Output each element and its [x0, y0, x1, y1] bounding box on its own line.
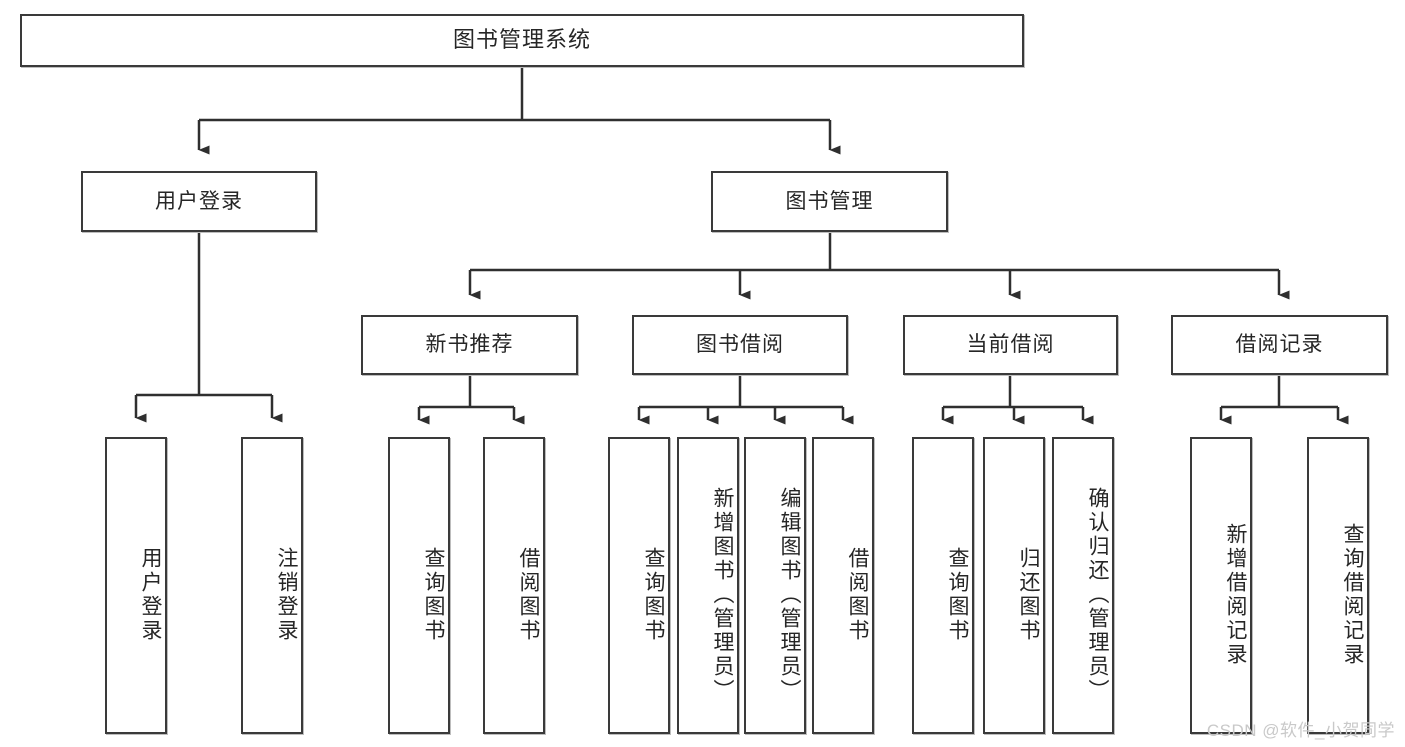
leaf-logout[interactable]: 注销登录 [241, 437, 303, 734]
leaf-label: 借阅图书 [846, 546, 869, 643]
leaf-add-book-admin[interactable]: 新增图书（管理员） [677, 437, 739, 734]
node-new-book-recommendation[interactable]: 新书推荐 [361, 315, 578, 375]
leaf-user-login[interactable]: 用户登录 [105, 437, 167, 734]
leaf-confirm-return-admin[interactable]: 确认归还（管理员） [1052, 437, 1114, 734]
leaf-label: 编辑图书（管理员） [778, 486, 801, 703]
node-book-management[interactable]: 图书管理 [711, 171, 948, 232]
leaf-add-borrow-record[interactable]: 新增借阅记录 [1190, 437, 1252, 734]
node-book-borrowing[interactable]: 图书借阅 [632, 315, 848, 375]
node-user-login[interactable]: 用户登录 [81, 171, 317, 232]
leaf-borrow-books-borrowing[interactable]: 借阅图书 [812, 437, 874, 734]
leaf-query-books-borrowing[interactable]: 查询图书 [608, 437, 670, 734]
node-root-system[interactable]: 图书管理系统 [20, 14, 1024, 67]
leaf-label: 新增图书（管理员） [711, 486, 734, 703]
leaf-label: 用户登录 [139, 546, 162, 643]
leaf-label: 归还图书 [1017, 546, 1040, 643]
node-borrow-records[interactable]: 借阅记录 [1171, 315, 1388, 375]
leaf-label: 查询图书 [642, 546, 665, 643]
leaf-label: 确认归还（管理员） [1086, 486, 1109, 703]
leaf-query-books-current[interactable]: 查询图书 [912, 437, 974, 734]
leaf-label: 查询图书 [422, 546, 445, 643]
leaf-query-borrow-record[interactable]: 查询借阅记录 [1307, 437, 1369, 734]
leaf-borrow-books-recommend[interactable]: 借阅图书 [483, 437, 545, 734]
leaf-label: 新增借阅记录 [1224, 522, 1247, 667]
leaf-label: 借阅图书 [517, 546, 540, 643]
leaf-edit-book-admin[interactable]: 编辑图书（管理员） [744, 437, 806, 734]
leaf-query-books-recommend[interactable]: 查询图书 [388, 437, 450, 734]
node-current-borrowing[interactable]: 当前借阅 [903, 315, 1118, 375]
csdn-watermark: CSDN @软件_小贺同学 [1206, 721, 1395, 740]
leaf-label: 查询借阅记录 [1341, 522, 1364, 667]
leaf-return-books[interactable]: 归还图书 [983, 437, 1045, 734]
leaf-label: 注销登录 [275, 546, 298, 643]
leaf-label: 查询图书 [946, 546, 969, 643]
